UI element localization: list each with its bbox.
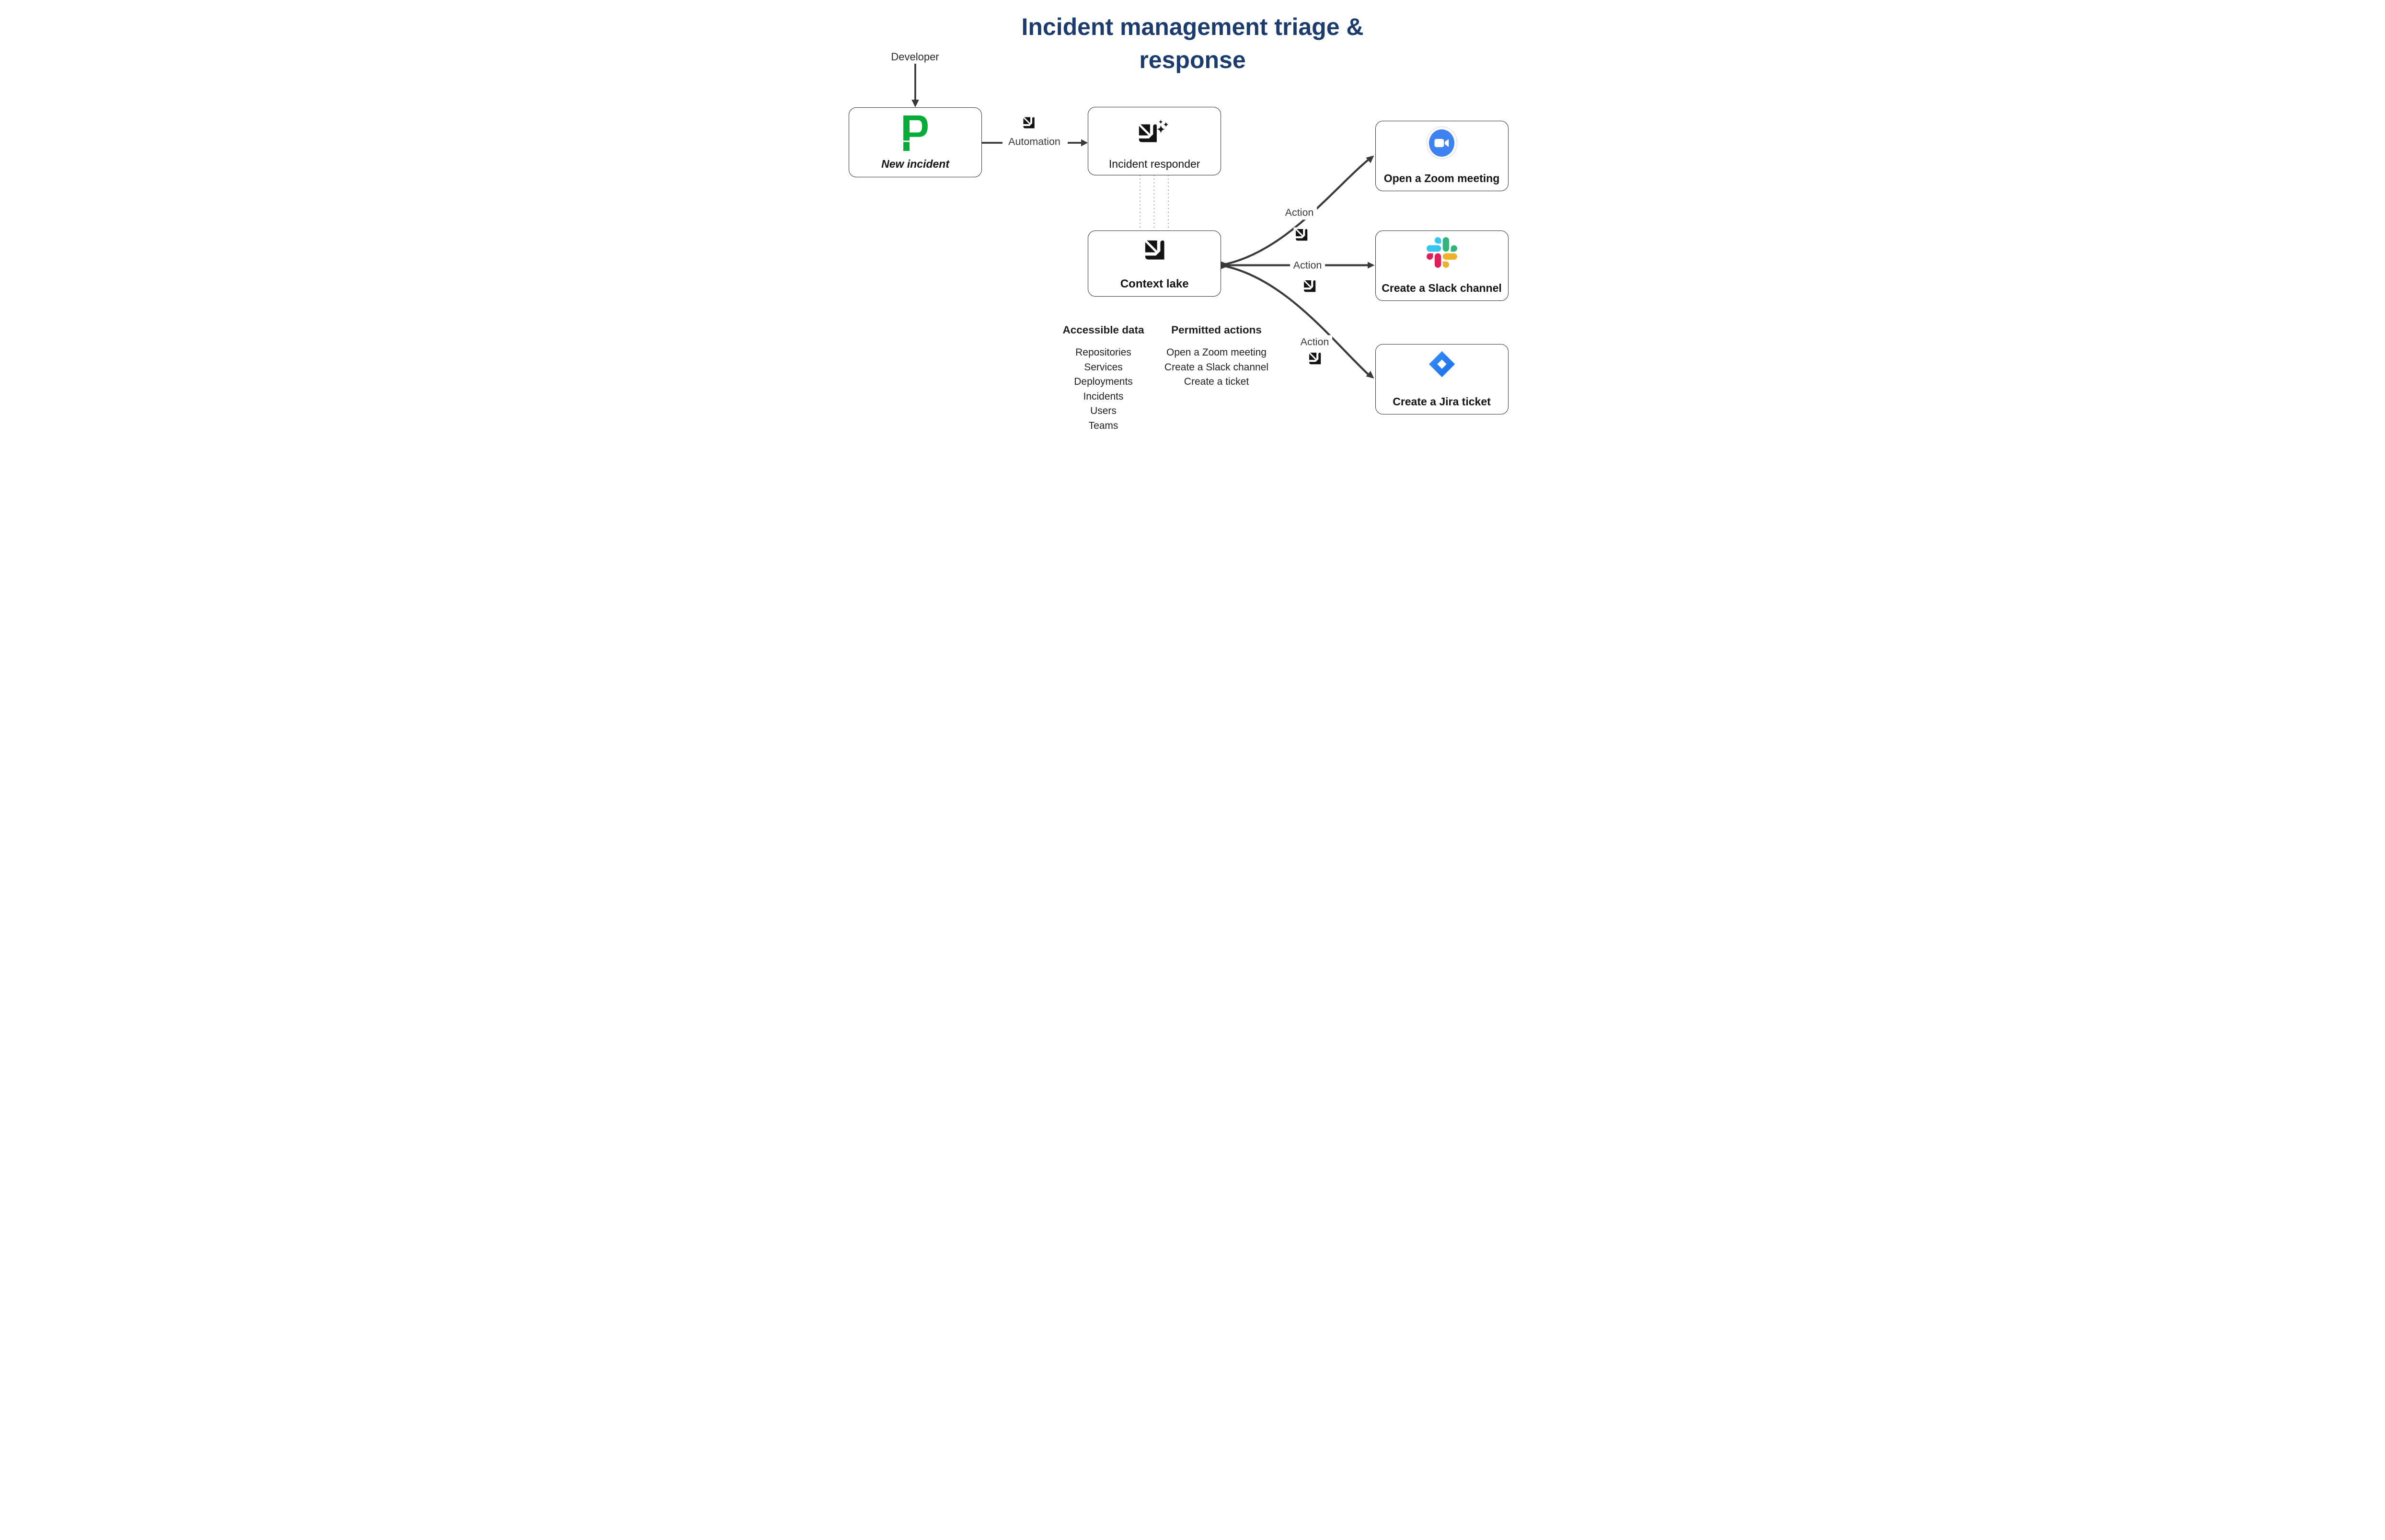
node-jira: Create a Jira ticket	[1375, 344, 1509, 414]
arrowhead-bottom	[1365, 370, 1374, 379]
action-bottom-amp-icon	[1307, 351, 1323, 366]
action-mid-label: Action	[1290, 258, 1325, 272]
action-bottom-label: Action	[1297, 335, 1333, 349]
node-slack: Create a Slack channel	[1375, 230, 1509, 301]
list-item: Repositories	[1075, 347, 1131, 358]
arrowhead-mid	[1367, 262, 1374, 269]
developer-arrow	[911, 64, 919, 107]
new-incident-label: New incident	[881, 158, 950, 171]
fan-flare	[1220, 261, 1231, 269]
action-curve-bottom	[1219, 264, 1370, 377]
jira-icon	[1429, 351, 1455, 378]
accessible-data-header: Accessible data	[1062, 324, 1144, 336]
context-lake-label: Context lake	[1120, 277, 1189, 290]
pagerduty-p-icon	[903, 115, 928, 151]
list-item: Incidents	[1083, 391, 1124, 402]
slack-label: Create a Slack channel	[1382, 282, 1502, 294]
diagram-canvas: Incident management triage & response	[823, 0, 1562, 477]
slack-icon	[1426, 237, 1457, 268]
list-item: Create a ticket	[1184, 376, 1249, 387]
accessible-data-column: Accessible data Repositories Services De…	[1041, 324, 1166, 433]
page-title: Incident management triage & response	[824, 11, 1562, 77]
automation-arrow	[981, 139, 1088, 147]
jira-label: Create a Jira ticket	[1393, 395, 1491, 408]
action-top-amp-icon	[1293, 227, 1309, 242]
incident-responder-label: Incident responder	[1108, 157, 1200, 170]
automation-label: Automation	[1005, 135, 1064, 149]
list-item: Users	[1090, 405, 1117, 416]
node-incident-responder: Incident responder	[1088, 106, 1221, 175]
automation-amp-icon	[1021, 115, 1037, 130]
zoom-label: Open a Zoom meeting	[1383, 172, 1500, 184]
page-title-text: Incident management triage & response	[1021, 13, 1364, 73]
permitted-actions-header: Permitted actions	[1171, 324, 1262, 336]
zoom-camera-icon	[1426, 126, 1457, 159]
node-new-incident: New incident	[849, 107, 982, 178]
list-item: Open a Zoom meeting	[1166, 347, 1267, 358]
node-zoom: Open a Zoom meeting	[1375, 121, 1509, 191]
list-item: Services	[1084, 361, 1123, 373]
list-item: Deployments	[1074, 376, 1133, 387]
amp-sparkles-icon	[1139, 119, 1169, 142]
dotted-links	[1139, 175, 1169, 230]
permitted-actions-column: Permitted actions Open a Zoom meeting Cr…	[1154, 324, 1279, 390]
amp-icon	[1145, 240, 1164, 260]
list-item: Create a Slack channel	[1164, 361, 1269, 373]
action-top-label: Action	[1281, 206, 1317, 220]
arrowhead-top	[1365, 155, 1374, 163]
developer-label: Developer	[891, 51, 939, 63]
action-mid-amp-icon	[1302, 278, 1317, 294]
node-context-lake: Context lake	[1088, 230, 1221, 297]
list-item: Teams	[1088, 420, 1118, 431]
